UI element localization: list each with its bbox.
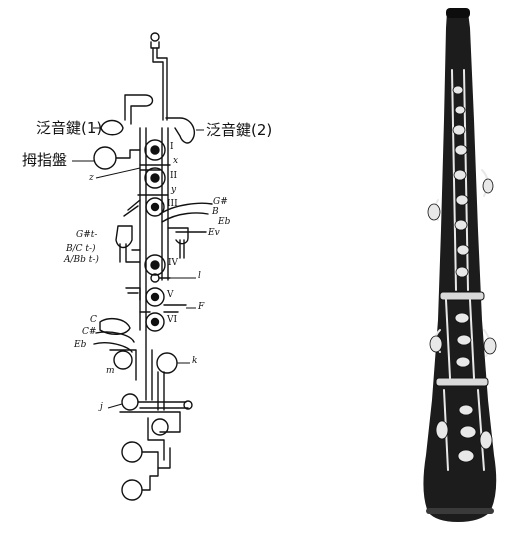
top-ring: [150, 32, 160, 42]
label-eb-lower: Eb: [74, 340, 87, 350]
label-c: C: [90, 315, 97, 325]
side-key-eb: [167, 227, 189, 245]
label-VI: VI: [167, 315, 178, 325]
lower-left-keys: [99, 317, 131, 335]
oboe-bell-rim: [426, 508, 494, 514]
key-f: [163, 304, 187, 313]
label-abb: A/Bb t-): [64, 255, 99, 265]
label-I: I: [170, 142, 174, 152]
side-key-b: [161, 212, 209, 223]
oboe-joint-2: [435, 377, 489, 387]
harmonic-key-2-lever: [165, 117, 196, 144]
leader-z: [95, 167, 141, 179]
key-ring-III: [145, 197, 165, 217]
key-ring-VI: [145, 312, 165, 332]
label-IV: IV: [168, 258, 179, 268]
label-gsharp-left: G#t-: [76, 230, 98, 240]
left-cluster-keys: [115, 225, 133, 249]
harmonic-key-1-lever: [124, 94, 154, 125]
label-harmonic-key-1: 泛音鍵(1): [36, 119, 103, 137]
label-z: z: [89, 173, 94, 183]
label-thumb-plate: 拇指盤: [22, 151, 68, 169]
lower-plate-1: [151, 418, 169, 436]
key-ring-IV: [144, 254, 166, 276]
key-ring-I: [144, 139, 166, 161]
label-gsharp-upper: G#: [213, 197, 228, 207]
label-m: m: [106, 366, 115, 376]
label-III: III: [167, 199, 178, 209]
harmonic-key-1-pad: [100, 119, 124, 136]
side-key-gsharp: [159, 202, 213, 215]
label-V: V: [167, 290, 174, 300]
label-x: x: [173, 156, 179, 166]
label-f: F: [198, 302, 205, 312]
oboe-joint-1: [439, 291, 485, 301]
side-key-ev: [175, 231, 207, 259]
key-m: [113, 350, 133, 370]
label-y: y: [171, 185, 177, 195]
label-b-upper: B: [212, 207, 219, 217]
key-ring-V: [145, 287, 165, 307]
label-harmonic-key-2: 泛音鍵(2): [206, 121, 273, 139]
oboe-keys: [427, 85, 497, 463]
label-csharp: C#: [82, 327, 97, 337]
leader-j: [107, 403, 123, 409]
label-bc: B/C t-): [66, 244, 96, 254]
key-ring-II: [144, 167, 166, 189]
oboe-cap: [446, 8, 470, 18]
label-l: l: [198, 271, 201, 281]
label-ev: Ev: [208, 228, 220, 238]
label-j: j: [100, 402, 103, 412]
label-k: k: [192, 356, 198, 366]
label-II: II: [170, 171, 178, 181]
label-eb-upper: Eb: [218, 217, 231, 227]
